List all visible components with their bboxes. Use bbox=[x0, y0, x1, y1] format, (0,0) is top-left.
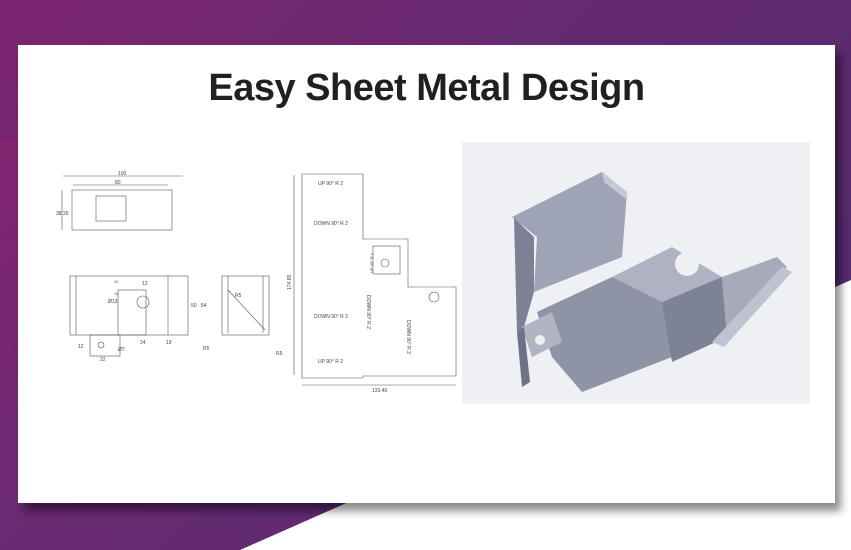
bend-label-3: DOWN 90° R 2 bbox=[314, 314, 348, 320]
dim-38: 38 bbox=[56, 211, 62, 217]
side-view: R5 R5 R5 bbox=[203, 275, 283, 357]
tab-bend-label-1: DOWN 90° R 2 bbox=[365, 295, 371, 329]
dim-r3: R5 bbox=[276, 351, 283, 357]
bend-label-2: DOWN 90° R 2 bbox=[314, 221, 348, 227]
top-view: 100 80 38 26 bbox=[56, 171, 183, 231]
dim-19: 19 bbox=[166, 340, 172, 346]
front-view: Ø13 12 10 14 50 54 24 19 12 22 Ø7 bbox=[69, 275, 207, 363]
bend-label-1: UP 90° R 2 bbox=[318, 181, 343, 187]
dim-10: 10 bbox=[114, 279, 119, 284]
page-title: Easy Sheet Metal Design bbox=[208, 67, 645, 109]
dim-80: 80 bbox=[115, 180, 121, 186]
dim-tab-hole: Ø7 bbox=[118, 347, 125, 353]
dim-width: 133.40 bbox=[372, 388, 388, 394]
dim-12: 12 bbox=[142, 281, 148, 287]
dim-100: 100 bbox=[118, 171, 127, 177]
dim-r2: R5 bbox=[203, 346, 210, 352]
bend-label-4: UP 90° R 2 bbox=[318, 359, 343, 365]
dim-hole: Ø13 bbox=[108, 299, 118, 305]
dim-24: 24 bbox=[140, 340, 146, 346]
dim-54: 54 bbox=[201, 303, 207, 309]
dim-tab-12: 12 bbox=[78, 344, 84, 350]
dim-22: 22 bbox=[100, 357, 106, 363]
flat-pattern: UP 90° R 2 DOWN 90° R 2 DOWN 90° R 2 UP … bbox=[287, 173, 457, 394]
dim-length: 174.85 bbox=[287, 274, 293, 290]
dim-14: 14 bbox=[114, 291, 119, 296]
tab-bend-label-2: UP 90° R 1 bbox=[369, 252, 374, 273]
dim-50: 50 bbox=[191, 303, 197, 309]
technical-drawing: 100 80 38 26 Ø13 12 10 14 50 54 24 19 12… bbox=[56, 171, 457, 394]
dim-26: 26 bbox=[63, 211, 69, 217]
content-card: Easy Sheet Metal Design 100 80 38 26 Ø13… bbox=[18, 45, 835, 503]
tab-bend-label-3: DOWN 90° R 2 bbox=[405, 320, 411, 354]
3d-part-render bbox=[462, 142, 810, 404]
dim-r1: R5 bbox=[235, 293, 242, 299]
